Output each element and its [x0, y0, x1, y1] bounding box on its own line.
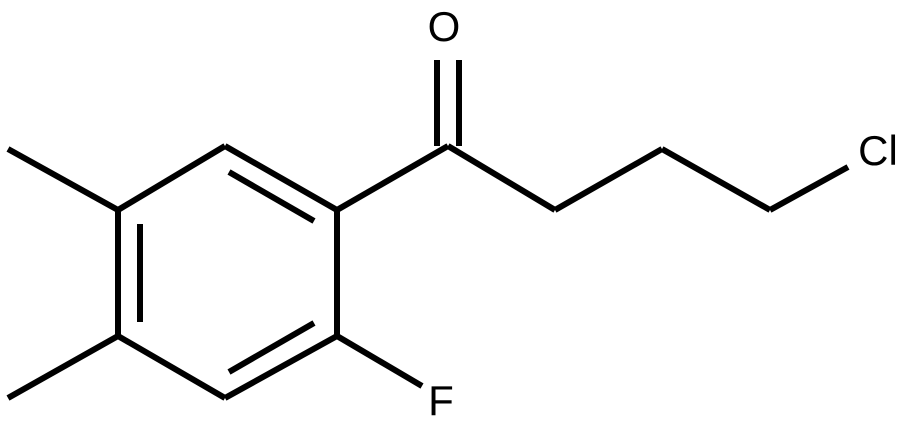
- oxygen-label: O: [428, 3, 461, 50]
- inner-double-bond-c1-c2: [227, 169, 316, 224]
- chlorine-label: Cl: [858, 127, 898, 174]
- chain-bond-4-to-cl: [768, 164, 850, 213]
- ring-bond-c5-c6: [223, 333, 339, 401]
- ring-bond-c4-c5: [116, 333, 227, 401]
- ring-carbonyl-bond: [335, 143, 450, 213]
- ring-bond-c1-c2: [223, 143, 339, 213]
- c-f-bond: [335, 333, 424, 389]
- methyl-bond-lower: [6, 333, 120, 401]
- benzene-ring: [115, 143, 340, 401]
- chain-bond-1: [446, 143, 557, 213]
- chain-bond-2: [553, 146, 664, 213]
- ring-bond-c2-c3: [116, 143, 227, 213]
- chain-bond-3: [660, 146, 772, 213]
- aromatic-inner-bonds: [137, 169, 316, 375]
- methyl-bond-upper: [6, 146, 120, 213]
- inner-double-bond-c5-c6: [227, 320, 316, 375]
- fluorine-label: F: [428, 377, 454, 424]
